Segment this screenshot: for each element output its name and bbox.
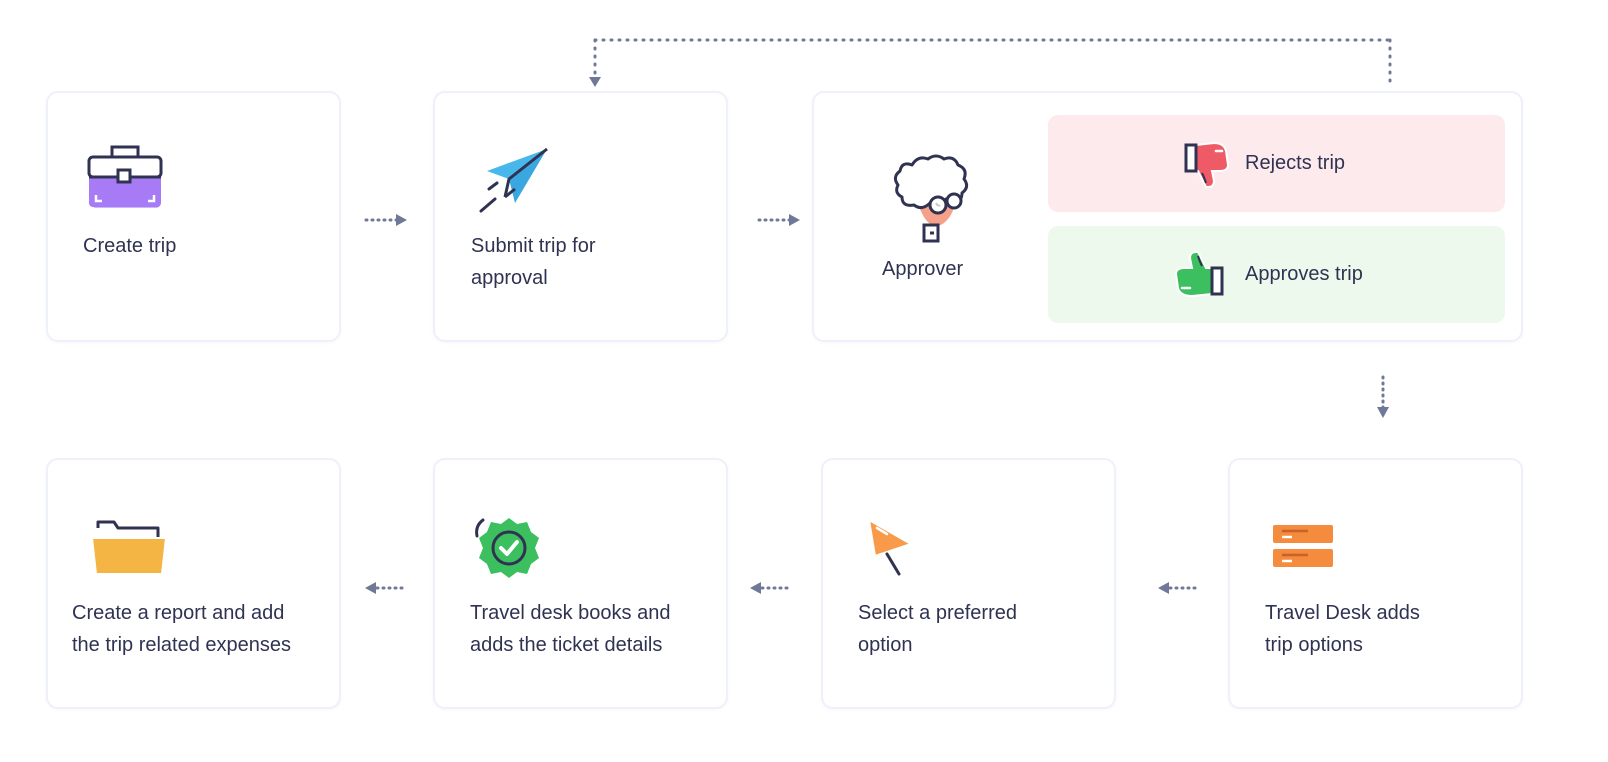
- step-submit-trip: Submit trip for approval: [433, 91, 728, 342]
- step-select-option: Select a preferred option: [821, 458, 1116, 709]
- approves-trip-panel: Approves trip: [1048, 226, 1505, 323]
- approver-label: Approver: [882, 258, 964, 280]
- check-badge-icon: [473, 516, 545, 582]
- step-label: Select a preferred option: [858, 602, 1017, 656]
- connector-arrow-down: [1377, 375, 1389, 418]
- step-desk-books: Travel desk books and adds the ticket de…: [433, 458, 728, 709]
- step-label: Travel Desk adds trip options: [1265, 602, 1420, 656]
- rejects-trip-panel: Rejects trip: [1048, 115, 1505, 212]
- step-travel-desk-adds: Travel Desk adds trip options: [1228, 458, 1523, 709]
- step-approver: Approver Rejects trip Approves trip: [812, 91, 1523, 342]
- approves-trip-label: Approves trip: [1245, 263, 1363, 285]
- folder-icon: [88, 518, 172, 580]
- connector-arrow-right: [364, 214, 407, 226]
- step-create-report: Create a report and add the trip related…: [46, 458, 341, 709]
- thumbs-up-icon: [1172, 248, 1226, 300]
- paper-plane-icon: [475, 145, 551, 217]
- step-label: Create a report and add the trip related…: [72, 602, 292, 656]
- connector-arrow-left: [750, 582, 793, 594]
- connector-arrow-left: [365, 582, 408, 594]
- step-label: Submit trip for approval: [471, 235, 596, 289]
- loop-back-connector: [589, 38, 1392, 87]
- connector-arrow-left: [1158, 582, 1201, 594]
- thumbs-down-icon: [1184, 139, 1232, 189]
- rejects-trip-label: Rejects trip: [1245, 152, 1346, 174]
- briefcase-icon: [86, 143, 164, 211]
- approver-avatar-icon: [890, 153, 972, 249]
- step-label: Create trip: [83, 235, 177, 257]
- options-list-icon: [1270, 520, 1340, 574]
- connector-arrow-right: [757, 214, 800, 226]
- step-label: Travel desk books and adds the ticket de…: [470, 602, 671, 656]
- flag-pointer-icon: [863, 516, 923, 582]
- step-create-trip: Create trip: [46, 91, 341, 342]
